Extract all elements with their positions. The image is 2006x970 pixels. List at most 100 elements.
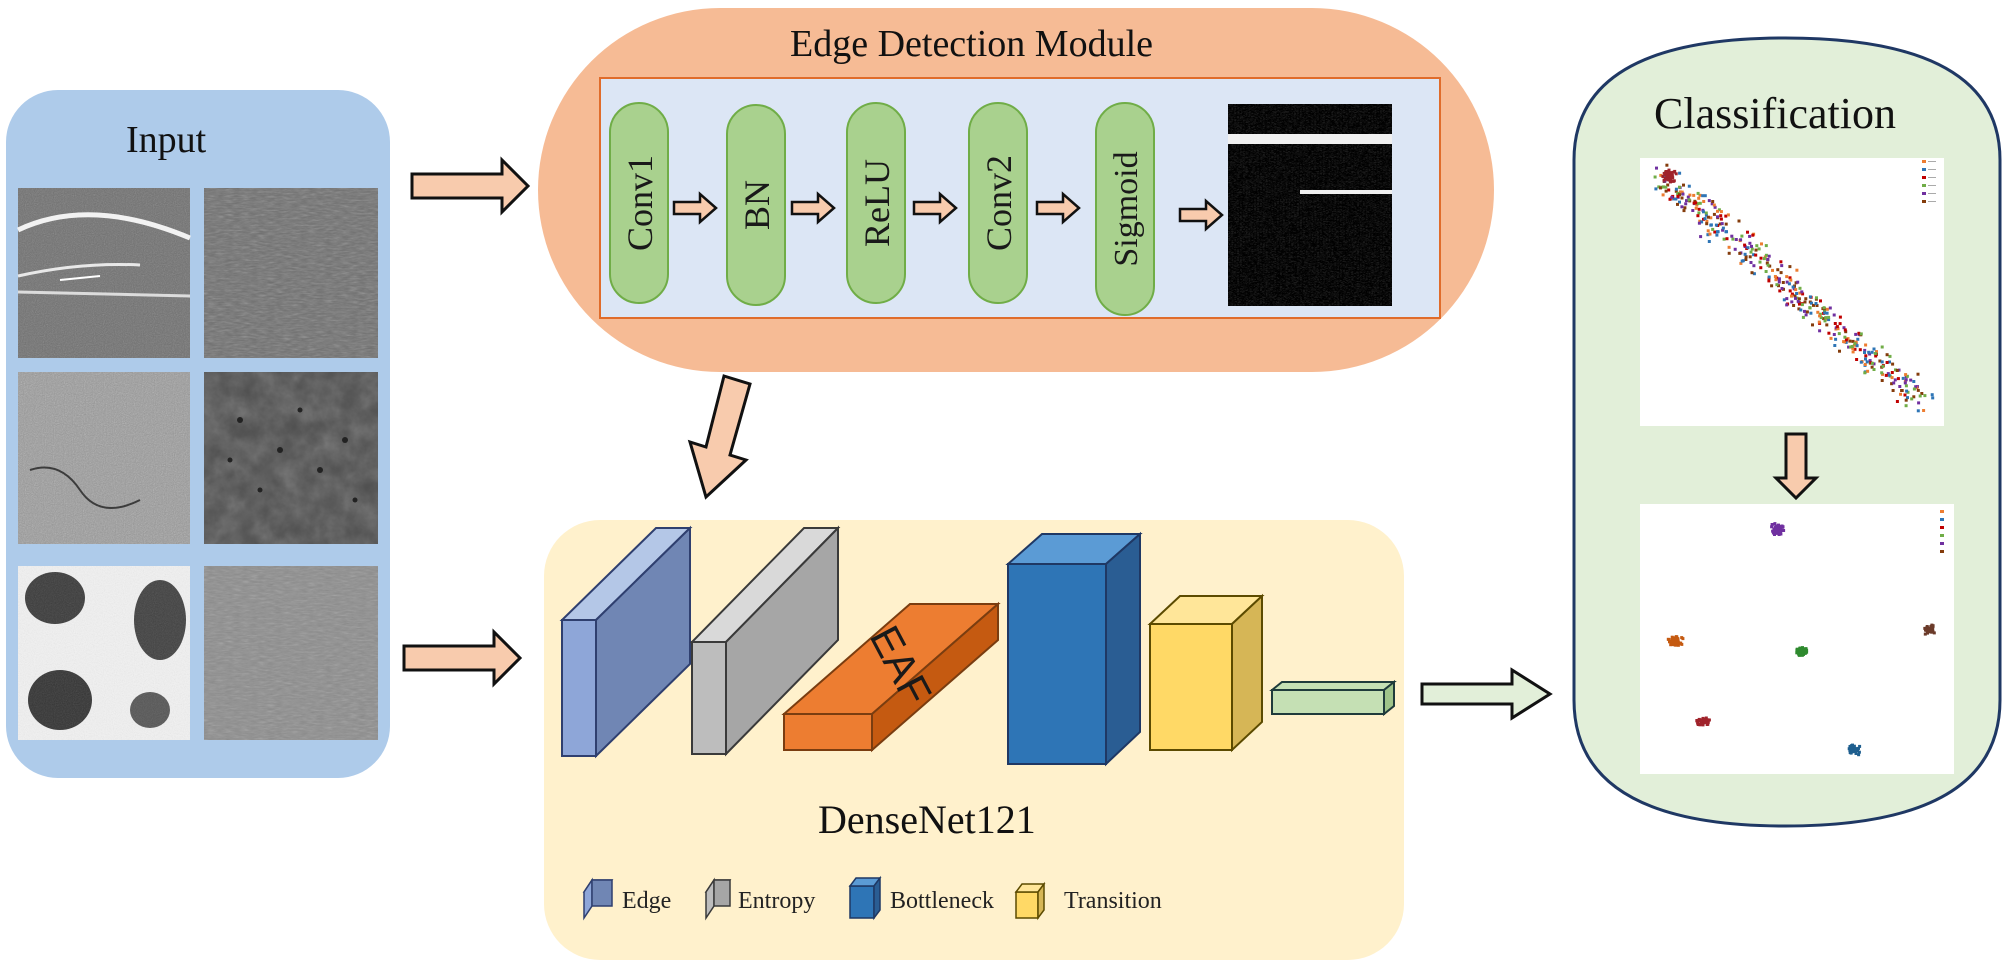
tsne-point	[1872, 368, 1876, 371]
tsne-point	[1670, 635, 1674, 639]
edge-block-conv1-label: Conv1	[620, 155, 660, 251]
tsne-point	[1671, 176, 1675, 180]
tsne-point	[1888, 360, 1891, 364]
edge-block-conv2	[968, 102, 1028, 304]
tsne-point	[1702, 200, 1706, 203]
tsne-point	[1812, 303, 1815, 307]
tsne-point	[1854, 752, 1858, 755]
tsne-point	[1702, 718, 1706, 722]
tsne-point	[1827, 331, 1831, 335]
tsne-point	[1829, 336, 1833, 340]
tsne-point	[1805, 648, 1809, 652]
tsne-point	[1810, 301, 1813, 305]
tsne-point	[1687, 184, 1691, 188]
tsne-point	[1880, 379, 1884, 382]
tsne-point	[1740, 234, 1744, 238]
tsne-point	[1762, 257, 1766, 261]
tsne-point	[1667, 188, 1671, 192]
tsne-point	[1748, 234, 1752, 238]
tsne-point	[1697, 719, 1701, 723]
tsne-point	[1704, 213, 1708, 217]
tsne-point	[1670, 174, 1674, 178]
tsne-point	[1676, 192, 1680, 196]
tsne-point	[1851, 743, 1854, 747]
tsne-point	[1793, 294, 1797, 298]
tsne-point	[1726, 213, 1730, 217]
densenet-entropy-block	[689, 525, 841, 757]
tsne-point	[1664, 185, 1668, 189]
tsne-point	[1777, 284, 1780, 288]
tsne-point	[1662, 178, 1666, 182]
tsne-point	[1767, 279, 1771, 283]
tsne-point	[1887, 373, 1891, 377]
tsne-point	[1808, 306, 1812, 310]
tsne-point	[1800, 303, 1804, 307]
tsne-point	[1834, 337, 1838, 341]
tsne-point	[1916, 388, 1920, 392]
tsne-point	[1891, 389, 1895, 392]
tsne-point	[1697, 207, 1701, 211]
tsne-point	[1870, 361, 1874, 365]
tsne-point	[1931, 396, 1935, 400]
tsne-point	[1848, 345, 1852, 349]
tsne-point	[1927, 628, 1931, 632]
tsne-point	[1721, 228, 1725, 232]
tsne-point	[1881, 364, 1885, 368]
tsne-point	[1770, 525, 1774, 529]
tsne-point	[1898, 385, 1902, 388]
tsne-point	[1775, 525, 1779, 528]
tsne-point	[1818, 329, 1822, 333]
tsne-point	[1774, 278, 1778, 282]
input-image-1	[16, 188, 191, 358]
tsne-point	[1731, 237, 1735, 241]
tsne-point	[1669, 171, 1673, 175]
tsne-point	[1671, 170, 1675, 174]
tsne-point	[1767, 275, 1771, 279]
tsne-point	[1750, 247, 1754, 251]
tsne-point	[1778, 289, 1782, 293]
tsne-point	[1842, 326, 1846, 330]
tsne-point	[1711, 200, 1715, 203]
input-image-5	[18, 566, 190, 740]
tsne-point	[1788, 276, 1792, 280]
tsne-point	[1844, 330, 1848, 334]
tsne-point	[1917, 401, 1921, 405]
tsne-point	[1743, 243, 1747, 247]
tsne-point	[1703, 194, 1707, 198]
tsne-point	[1926, 630, 1930, 634]
input-image-4	[204, 372, 378, 544]
tsne-point	[1931, 624, 1935, 628]
legend-edge-icon	[582, 877, 614, 921]
tsne-point	[1739, 261, 1743, 265]
tsne-point	[1798, 286, 1802, 290]
tsne-point	[1775, 529, 1779, 533]
tsne-point	[1838, 349, 1841, 353]
tsne-point	[1918, 394, 1922, 398]
tsne-point	[1758, 260, 1762, 264]
tsne-point	[1851, 350, 1855, 354]
tsne-point	[1825, 307, 1829, 311]
tsne-point	[1892, 381, 1896, 385]
tsne-point	[1716, 215, 1719, 219]
tsne-point	[1822, 306, 1826, 310]
tsne-point	[1768, 264, 1772, 268]
tsne-point	[1703, 720, 1707, 724]
tsne-point	[1704, 211, 1708, 215]
tsne-point	[1655, 166, 1658, 170]
tsne-point	[1659, 186, 1662, 190]
tsne-point	[1864, 343, 1868, 347]
tsne-point	[1703, 217, 1707, 221]
tsne-point	[1819, 316, 1823, 320]
tsne-point	[1669, 178, 1673, 182]
tsne-point	[1849, 751, 1853, 755]
tsne-point	[1872, 362, 1876, 366]
tsne-point	[1674, 189, 1678, 193]
tsne-point	[1709, 223, 1713, 227]
tsne-point	[1681, 637, 1685, 641]
tsne-point	[1724, 230, 1728, 234]
tsne-point	[1696, 191, 1700, 195]
tsne-point	[1789, 278, 1793, 282]
tsne-point	[1794, 288, 1798, 292]
tsne-point	[1909, 378, 1913, 382]
tsne-point	[1894, 368, 1897, 372]
